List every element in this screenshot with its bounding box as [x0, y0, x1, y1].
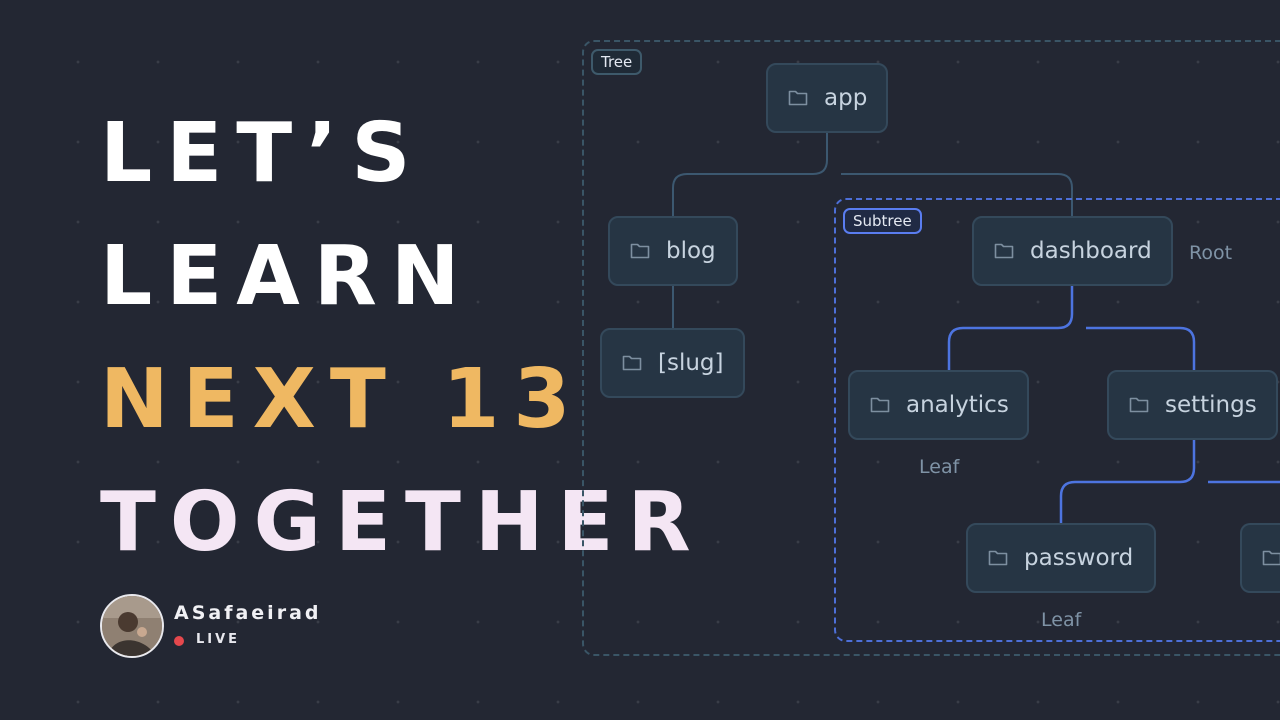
headline-line-1: LET’S: [100, 106, 425, 201]
folder-icon: [1262, 550, 1280, 566]
edge-dashboard-children: [947, 286, 1196, 372]
node-label: dashboard: [1030, 238, 1152, 264]
node-slug: [slug]: [600, 328, 745, 398]
headline: LET’S LEARN NEXT 13 TOGETHER: [100, 92, 705, 584]
subtree-frame: [834, 198, 1280, 642]
presenter-name: ASafaeirad: [174, 602, 322, 624]
node-app: app: [766, 63, 888, 133]
tree-frame: [582, 40, 1280, 656]
headline-line-3: NEXT 13: [100, 352, 585, 447]
live-label: LIVE: [196, 632, 241, 647]
folder-icon: [1129, 397, 1149, 413]
node-label: analytics: [906, 392, 1009, 418]
folder-icon: [622, 355, 642, 371]
live-dot-icon: [174, 636, 184, 646]
avatar: [100, 594, 164, 658]
edge-settings-children: [1059, 438, 1280, 525]
subtree-label: Subtree: [843, 208, 922, 234]
node-label: settings: [1165, 392, 1257, 418]
node-partial: [1240, 523, 1280, 593]
node-dashboard: dashboard: [972, 216, 1173, 286]
node-label: app: [824, 85, 868, 111]
root-annotation: Root: [1189, 242, 1233, 264]
node-label: password: [1024, 545, 1134, 571]
node-label: blog: [666, 238, 716, 264]
edge-app-children: [672, 132, 1073, 218]
node-blog: blog: [608, 216, 738, 286]
leaf-annotation-password: Leaf: [1041, 609, 1082, 631]
headline-line-2: LEARN: [100, 229, 474, 324]
tree-label: Tree: [591, 49, 643, 75]
headline-line-4: TOGETHER: [100, 475, 705, 570]
node-analytics: analytics: [848, 370, 1029, 440]
leaf-annotation-analytics: Leaf: [919, 456, 960, 478]
folder-icon: [630, 243, 650, 259]
folder-icon: [994, 243, 1014, 259]
node-label: [slug]: [658, 350, 724, 376]
folder-icon: [988, 550, 1008, 566]
node-settings: settings: [1107, 370, 1278, 440]
folder-icon: [870, 397, 890, 413]
node-password: password: [966, 523, 1156, 593]
folder-icon: [788, 90, 808, 106]
